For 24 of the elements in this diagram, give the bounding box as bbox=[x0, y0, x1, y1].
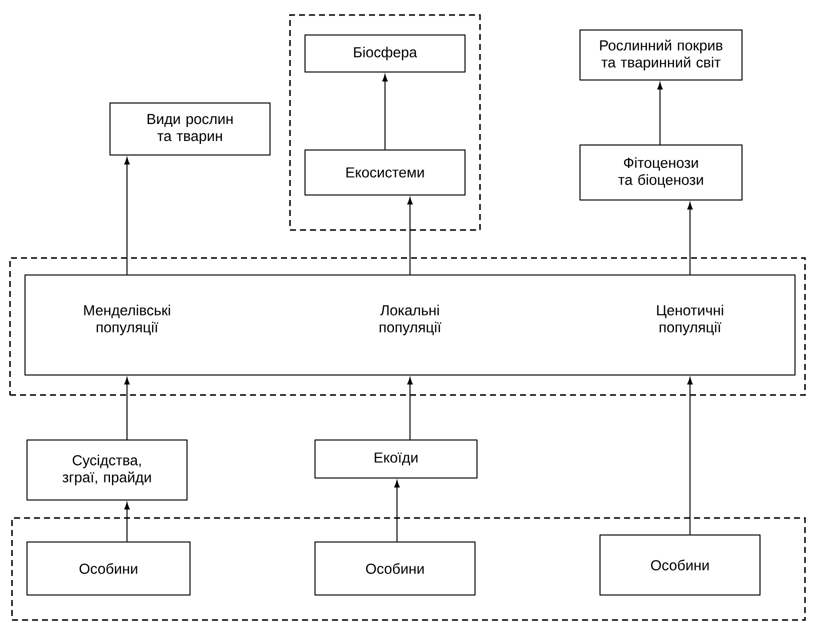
process-box: Біосфера bbox=[304, 34, 466, 72]
process-box: Особини bbox=[26, 542, 190, 596]
process-box: Особини bbox=[314, 542, 476, 596]
process-box: Рослинний покрив та тваринний світ bbox=[580, 30, 742, 80]
process-box: Менделівські популяції Локальні популяції Ценотичні популяції bbox=[24, 274, 796, 376]
process-box: Екоїди bbox=[314, 440, 478, 478]
arrow bbox=[394, 480, 400, 542]
arrow bbox=[124, 377, 130, 440]
arrow bbox=[407, 197, 413, 275]
process-box: Екосистеми bbox=[304, 150, 466, 196]
process-box: Види рослин та тварин bbox=[110, 102, 270, 156]
arrow bbox=[124, 502, 130, 542]
process-box: Фітоценози та біоценози bbox=[580, 144, 742, 200]
arrow bbox=[124, 157, 130, 275]
arrow bbox=[657, 82, 663, 145]
arrow bbox=[687, 377, 693, 535]
process-box: Особини bbox=[600, 534, 760, 596]
arrow bbox=[382, 74, 388, 150]
arrow bbox=[687, 202, 693, 275]
group-frame bbox=[11, 517, 806, 621]
process-box: Сусідства, зграї, прайди bbox=[26, 440, 188, 500]
group-frame bbox=[289, 14, 481, 231]
arrow bbox=[407, 377, 413, 440]
group-frame bbox=[9, 257, 806, 396]
